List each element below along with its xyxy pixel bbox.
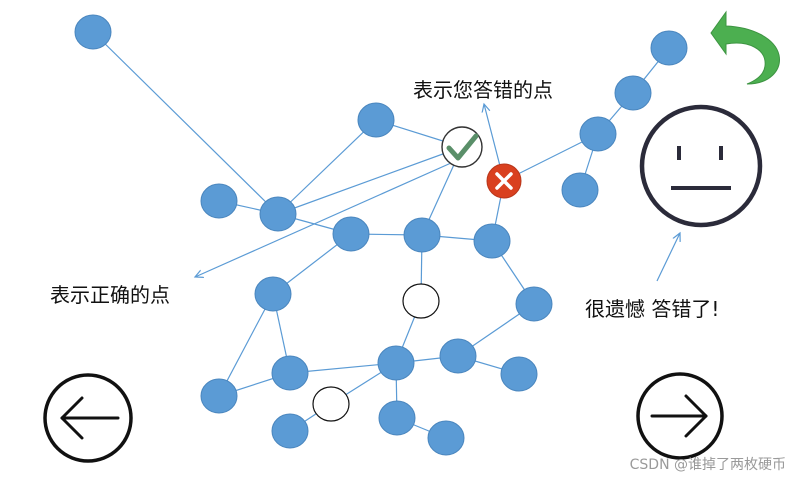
graph-node: [650, 30, 688, 66]
result-message: 很遗憾 答错了!: [585, 297, 720, 321]
graph-node: [357, 102, 395, 138]
pointer-arrow-face: [656, 233, 680, 282]
edge: [218, 293, 274, 397]
graph-node: [271, 355, 309, 391]
graph-node: [378, 400, 416, 436]
pointer-arrows: [195, 104, 680, 282]
nodes: [74, 14, 688, 456]
graph-node: [561, 172, 599, 208]
wrong-point-label: 表示您答错的点: [413, 78, 553, 102]
arrow-left-circle-icon: [60, 396, 120, 440]
graph-node: [427, 420, 465, 456]
graph-node: [74, 14, 112, 50]
graph-node: [473, 223, 511, 259]
graph-node: [515, 286, 553, 322]
graph-node: [579, 116, 617, 152]
arrow-right-circle-icon: [650, 394, 708, 438]
edge: [277, 146, 463, 215]
edges: [92, 31, 670, 439]
graph-node: [254, 276, 292, 312]
graph-node: [377, 345, 415, 381]
edge: [277, 119, 377, 215]
next-button[interactable]: [636, 372, 724, 460]
neutral-face-icon: [639, 104, 763, 228]
graph-node: [500, 356, 538, 392]
x-mark-icon: [495, 172, 513, 190]
graph-node: [403, 217, 441, 253]
wrong-node: [486, 163, 522, 199]
graph-node: [259, 196, 297, 232]
prev-button[interactable]: [43, 373, 133, 463]
pointer-arrow-correct: [195, 162, 452, 277]
edge: [92, 31, 279, 215]
undo-arrow-icon: [710, 10, 780, 85]
graph-node: [332, 216, 370, 252]
graph-node-empty: [402, 283, 440, 319]
correct-point-label: 表示正确的点: [50, 283, 170, 307]
correct-node: [441, 126, 483, 168]
checkmark-icon: [446, 133, 479, 161]
graph-node: [200, 378, 238, 414]
graph-node: [614, 75, 652, 111]
back-button[interactable]: [710, 10, 780, 85]
watermark: CSDN @谁掉了两枚硬币: [629, 457, 786, 473]
graph-node: [271, 413, 309, 449]
pointer-arrow-wrong: [484, 104, 501, 167]
graph-node: [200, 183, 238, 219]
graph-node-empty: [312, 386, 350, 422]
graph-node: [439, 338, 477, 374]
